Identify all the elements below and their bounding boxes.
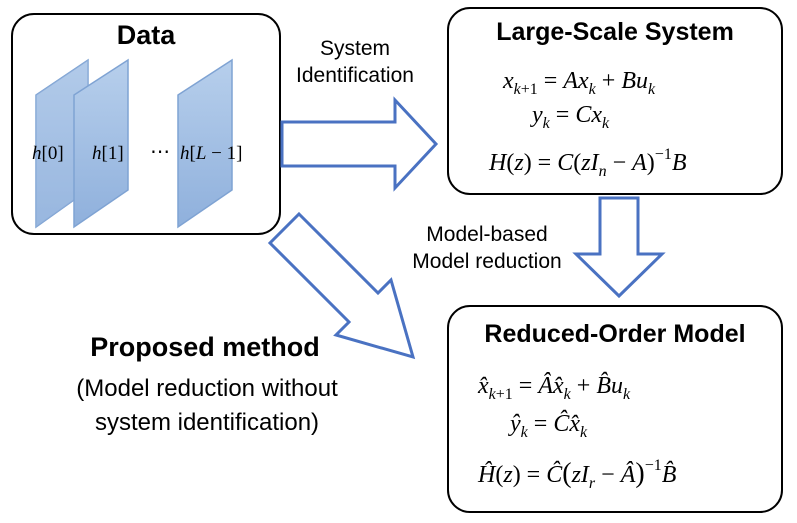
proposed-method-line2: system identification) — [95, 409, 319, 436]
sheet-ellipsis: ⋯ — [150, 141, 170, 163]
system-identification-arrow — [280, 96, 439, 192]
proposed-method-arrow — [267, 211, 416, 360]
large-scale-system-title: Large-Scale System — [496, 18, 734, 46]
sheet-label-0: h[0] — [32, 143, 64, 164]
data-box: Data h[0] h[1] ⋯ h[L − 1] — [11, 13, 281, 235]
reduced-eq-state: x̂k+1 = Âx̂k + B̂uk — [477, 372, 631, 403]
sheet-label-last: h[L − 1] — [180, 143, 242, 164]
large-scale-system-box: Large-Scale System xk+1 = Axk + Buk yk =… — [447, 7, 783, 195]
sheet-label-1: h[1] — [92, 143, 124, 164]
proposed-method-line1: (Model reduction without — [76, 375, 338, 402]
model-based-label-line1: Model-based — [426, 223, 547, 246]
system-identification-label-line2: Identification — [296, 64, 414, 87]
proposed-method-title: Proposed method — [90, 332, 320, 362]
reduced-order-model-box: Reduced-Order Model x̂k+1 = Âx̂k + B̂uk … — [447, 305, 783, 513]
reduced-eq-output: ŷk = Ĉx̂k — [508, 410, 588, 441]
system-identification-label-line1: System — [320, 37, 390, 60]
large-scale-eq-output: yk = Cxk — [530, 102, 610, 132]
data-sheet-last — [177, 58, 233, 229]
model-based-label-line2: Model reduction — [412, 250, 561, 273]
model-based-reduction-arrow — [572, 196, 666, 299]
reduced-eq-transfer: Ĥ(z) = Ĉ(zIr − Â)−1B̂ — [477, 457, 677, 492]
reduced-order-model-title: Reduced-Order Model — [484, 320, 745, 348]
data-sheet-1 — [73, 58, 129, 229]
data-box-title: Data — [117, 20, 177, 50]
large-scale-eq-state: xk+1 = Axk + Buk — [502, 68, 656, 98]
large-scale-eq-transfer: H(z) = C(zIn − A)−1B — [488, 146, 687, 180]
